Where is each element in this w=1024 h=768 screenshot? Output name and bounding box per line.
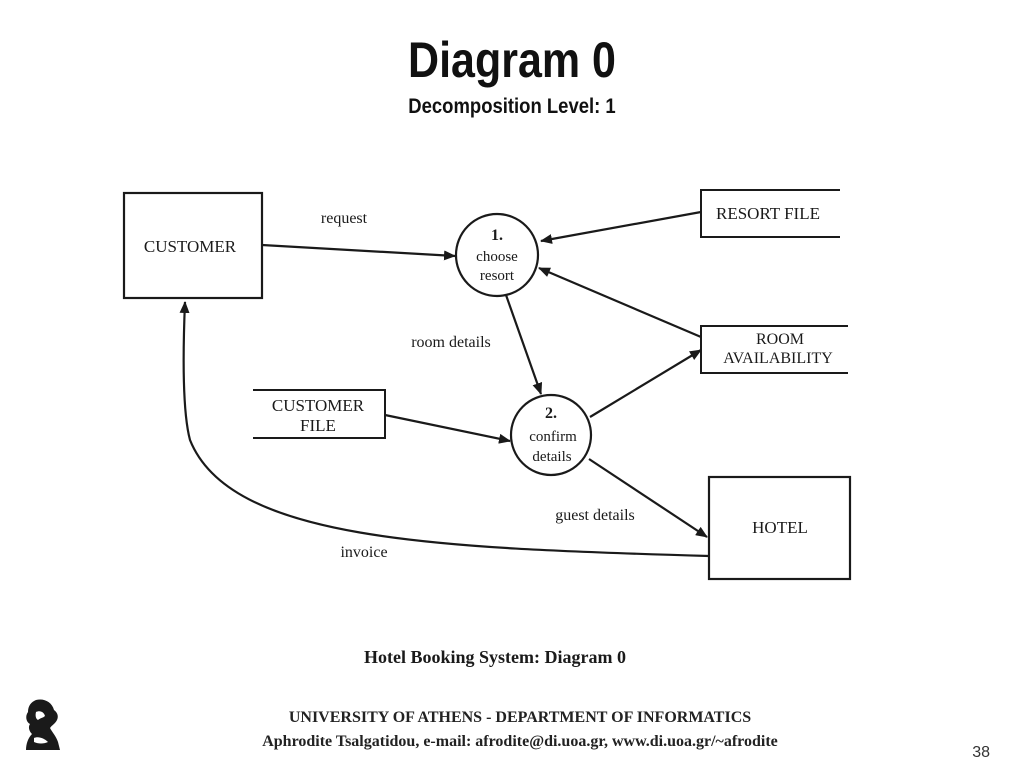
flow-label-room-details: room details — [411, 334, 491, 351]
process-2-label-1: confirm — [529, 429, 577, 445]
slide-subtitle: Decomposition Level: 1 — [408, 95, 616, 118]
footer-university: UNIVERSITY OF ATHENS - DEPARTMENT OF INF… — [288, 709, 752, 726]
flow-customer-file-arrow — [384, 413, 511, 444]
page-number: 38 — [972, 744, 990, 761]
customer-entity-label: CUSTOMER — [144, 237, 237, 256]
process-choose-resort: 1. choose resort — [454, 212, 540, 298]
customer-file-store: CUSTOMER FILE — [253, 389, 386, 439]
process-1-label-2: resort — [480, 268, 515, 284]
flow-resort-file-arrow — [540, 210, 702, 244]
flow-p2-to-room-availability-arrow — [589, 349, 702, 418]
flow-room-availability-to-p1-arrow — [538, 266, 702, 339]
customer-file-label-1: CUSTOMER — [272, 396, 365, 415]
diagram-caption: Hotel Booking System: Diagram 0 — [364, 647, 626, 667]
hotel-entity: HOTEL — [707, 475, 852, 581]
flow-guest-details-arrow — [588, 458, 708, 538]
resort-file-label: RESORT FILE — [716, 204, 820, 223]
flow-room-details-arrow — [504, 294, 543, 395]
flow-request-arrow — [261, 243, 456, 261]
flow-label-request: request — [321, 210, 368, 227]
athena-head-icon — [26, 699, 60, 750]
flow-invoice-arrow — [179, 301, 710, 558]
process-2-number: 2. — [545, 405, 557, 422]
room-availability-label-1: ROOM — [756, 331, 804, 348]
room-availability-store: ROOM AVAILABILITY — [700, 325, 848, 374]
slide-title: Diagram 0 — [408, 32, 616, 88]
room-availability-label-2: AVAILABILITY — [723, 350, 833, 367]
flow-label-invoice: invoice — [340, 544, 387, 561]
process-2-label-2: details — [532, 449, 571, 465]
process-1-label-1: choose — [476, 249, 518, 265]
customer-entity: CUSTOMER — [122, 191, 264, 300]
customer-file-label-2: FILE — [300, 416, 336, 435]
flow-label-guest-details: guest details — [555, 507, 635, 524]
process-confirm-details: 2. confirm details — [509, 393, 593, 477]
process-1-number: 1. — [491, 227, 503, 244]
resort-file-store: RESORT FILE — [700, 189, 840, 238]
footer-author-contact: Aphrodite Tsalgatidou, e-mail: afrodite@… — [262, 733, 778, 750]
hotel-entity-label: HOTEL — [752, 518, 808, 537]
